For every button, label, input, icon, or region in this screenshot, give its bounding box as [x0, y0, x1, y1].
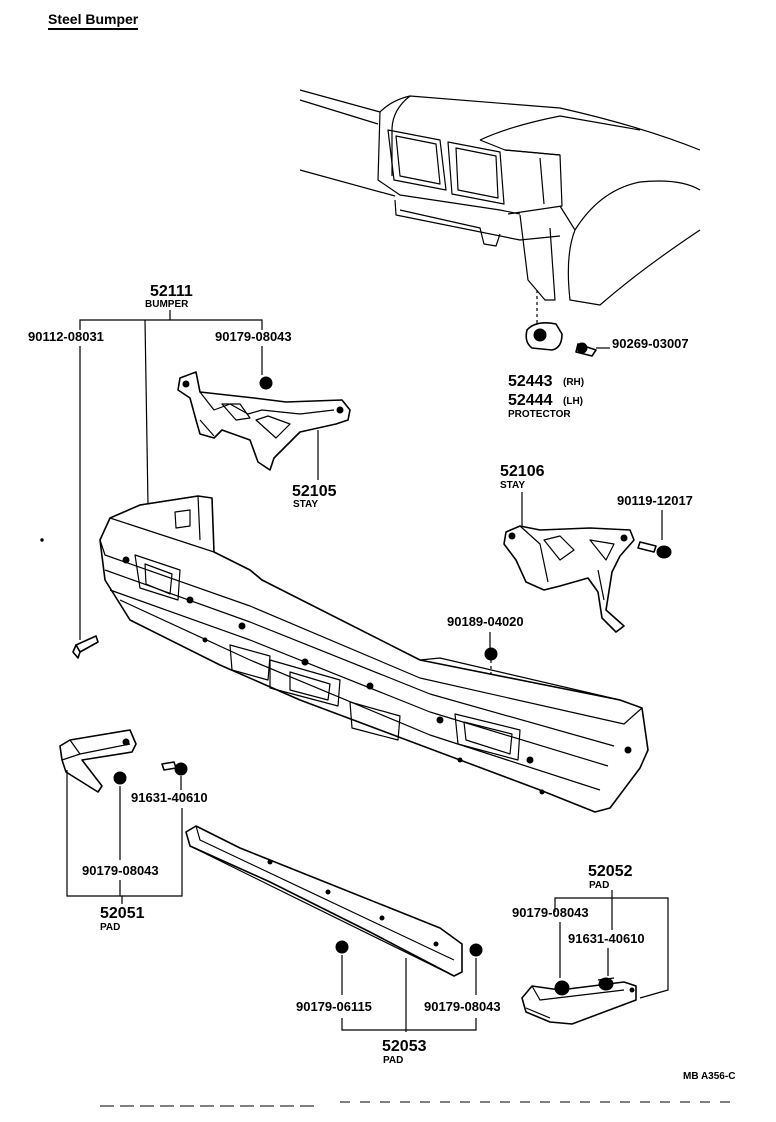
- screw-90269-03007: [575, 342, 597, 357]
- pad-52051-part: [59, 729, 137, 793]
- leader-bumper: [144, 319, 149, 506]
- label-90112-08031: 90112-08031: [28, 329, 104, 344]
- label-90269-03007: 90269-03007: [612, 336, 689, 351]
- label-52444: 52444: [508, 392, 553, 409]
- label-90179-08043-top: 90179-08043: [215, 329, 292, 344]
- stay-52105-part: [177, 371, 351, 471]
- bolt-90112-08031: [72, 635, 99, 659]
- stay-52106-part: [503, 525, 635, 633]
- label-52105: 52105: [292, 483, 337, 500]
- clip-91631-40610-left: [161, 761, 188, 776]
- label-52443: 52443: [508, 373, 553, 390]
- car-body-illustration: [299, 89, 701, 306]
- bracket-52052: [554, 897, 669, 999]
- bracket-52051: [66, 808, 183, 897]
- bolt-90119-12017: [637, 541, 672, 559]
- pad-52053-part: [185, 825, 463, 977]
- label-52443-side: (RH): [563, 377, 584, 388]
- label-52111: 52111: [150, 283, 193, 300]
- label-90179-08043-center: 90179-08043: [424, 999, 501, 1014]
- label-protector-name: PROTECTOR: [508, 409, 571, 420]
- label-52106: 52106: [500, 463, 545, 480]
- bumper-52111-part: [99, 495, 649, 813]
- nut-pad-left-icon: [113, 771, 127, 785]
- protector-part: [525, 322, 563, 351]
- label-52444-side: (LH): [563, 396, 583, 407]
- label-52051-name: PAD: [100, 922, 120, 933]
- label-52051: 52051: [100, 905, 145, 922]
- label-90189-04020: 90189-04020: [447, 614, 524, 629]
- label-52106-name: STAY: [500, 480, 525, 491]
- label-52053: 52053: [382, 1038, 427, 1055]
- bracket-52111: [79, 319, 263, 330]
- scan-artifacts: [40, 538, 740, 1107]
- nut-top-icon: [259, 376, 273, 390]
- label-52052: 52052: [588, 863, 633, 880]
- label-52052-name: PAD: [589, 880, 609, 891]
- label-91631-40610-right: 91631-40610: [568, 931, 645, 946]
- nut-90189-04020-icon: [484, 647, 498, 661]
- label-90179-08043-right: 90179-08043: [512, 905, 589, 920]
- figure-code: MB A356-C: [683, 1071, 735, 1082]
- nut-pad-right-icon: [554, 980, 570, 996]
- label-52053-name: PAD: [383, 1055, 403, 1066]
- diagram-title: Steel Bumper: [48, 10, 139, 30]
- label-bumper-name: BUMPER: [145, 299, 189, 310]
- nut-center-right-icon: [469, 943, 483, 957]
- label-90119-12017: 90119-12017: [617, 493, 693, 508]
- label-52105-name: STAY: [293, 499, 318, 510]
- label-90179-06115: 90179-06115: [296, 999, 372, 1014]
- label-91631-40610-left: 91631-40610: [131, 790, 208, 805]
- label-90179-08043-left: 90179-08043: [82, 863, 159, 878]
- clip-91631-40610-right: [597, 977, 615, 991]
- nut-center-left-icon: [335, 940, 349, 954]
- bracket-52053: [341, 1018, 477, 1031]
- pad-52052-part: [521, 981, 637, 1025]
